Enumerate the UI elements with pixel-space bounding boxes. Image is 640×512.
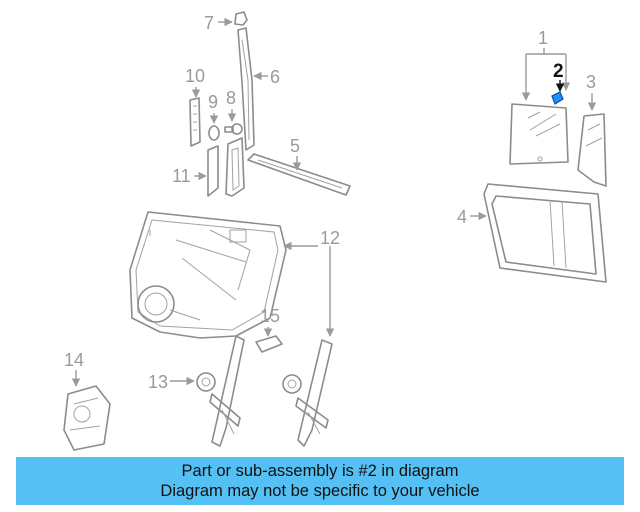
callout-12: 12 [320, 228, 340, 248]
part-4-seal-frame [483, 183, 607, 283]
part-12-door-panel [129, 211, 287, 339]
callout-2: 2 [553, 61, 564, 82]
part-6-pillar-trim [237, 27, 255, 151]
part-10-trim-strip [189, 97, 201, 147]
part-5-sill-strip [247, 153, 351, 196]
part-15-handle [255, 335, 283, 353]
callout-8: 8 [226, 88, 236, 108]
part-13-regulator-left [196, 335, 245, 447]
callout-7: 7 [204, 13, 214, 33]
callout-4: 4 [457, 207, 467, 227]
part-12-regulator-right [282, 339, 333, 447]
part-11-lower-pillar [207, 137, 245, 197]
callout-13: 13 [148, 372, 168, 392]
callout-1: 1 [538, 28, 548, 48]
banner-line-2: Diagram may not be specific to your vehi… [160, 482, 480, 500]
part-14-motor [63, 385, 111, 451]
callout-15: 15 [260, 306, 280, 326]
callout-9: 9 [208, 92, 218, 112]
part-1-glass [509, 103, 569, 165]
callout-3: 3 [586, 72, 596, 92]
callout-11: 11 [172, 166, 191, 186]
callout-14: 14 [64, 350, 84, 370]
callout-6: 6 [270, 67, 280, 87]
banner-line-1: Part or sub-assembly is #2 in diagram [181, 462, 459, 480]
callout-5: 5 [290, 136, 300, 156]
part-8-fastener [224, 123, 243, 135]
part-9-clip [208, 125, 220, 141]
part-3-vent-glass [577, 113, 607, 187]
callout-10: 10 [185, 66, 205, 86]
info-banner: Part or sub-assembly is #2 in diagram Di… [16, 457, 624, 505]
part-7-cap [234, 11, 248, 26]
part-2-clip [551, 91, 564, 105]
